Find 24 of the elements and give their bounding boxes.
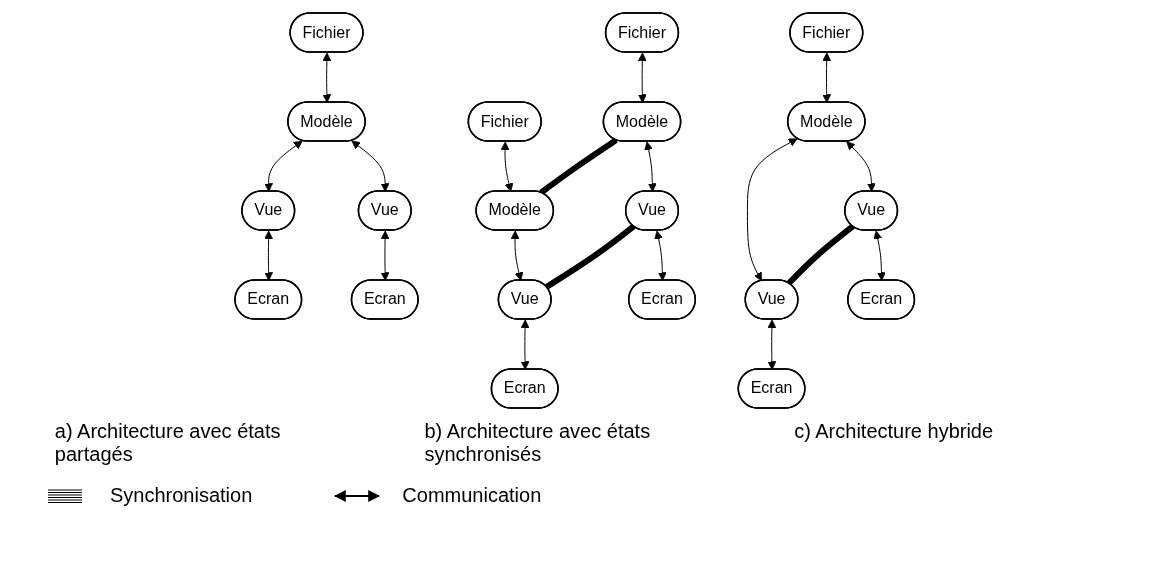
caption-text: c) Architecture hybride (794, 420, 995, 444)
legend-text: Synchronisation (110, 484, 253, 507)
arrow (644, 141, 657, 192)
arrow (380, 230, 390, 281)
arrow (873, 230, 886, 281)
caption-text: b) Architecture avec états synchronisés (424, 420, 652, 466)
arrow (822, 52, 831, 103)
connector (539, 137, 618, 195)
arrow (500, 141, 514, 192)
arrow (264, 140, 303, 192)
arrow (746, 137, 798, 281)
arrow (322, 52, 332, 103)
arrow (520, 319, 530, 370)
arrow (264, 230, 273, 281)
arrow (654, 230, 667, 281)
arrow (637, 52, 647, 103)
arrow (846, 140, 876, 192)
connector (786, 223, 855, 285)
arrow (351, 140, 390, 192)
legend-text: Communication (402, 484, 542, 507)
arrow (767, 319, 777, 370)
connector (544, 223, 636, 289)
arrow (510, 230, 524, 281)
caption-text: a) Architecture avec états partagés (54, 420, 282, 466)
